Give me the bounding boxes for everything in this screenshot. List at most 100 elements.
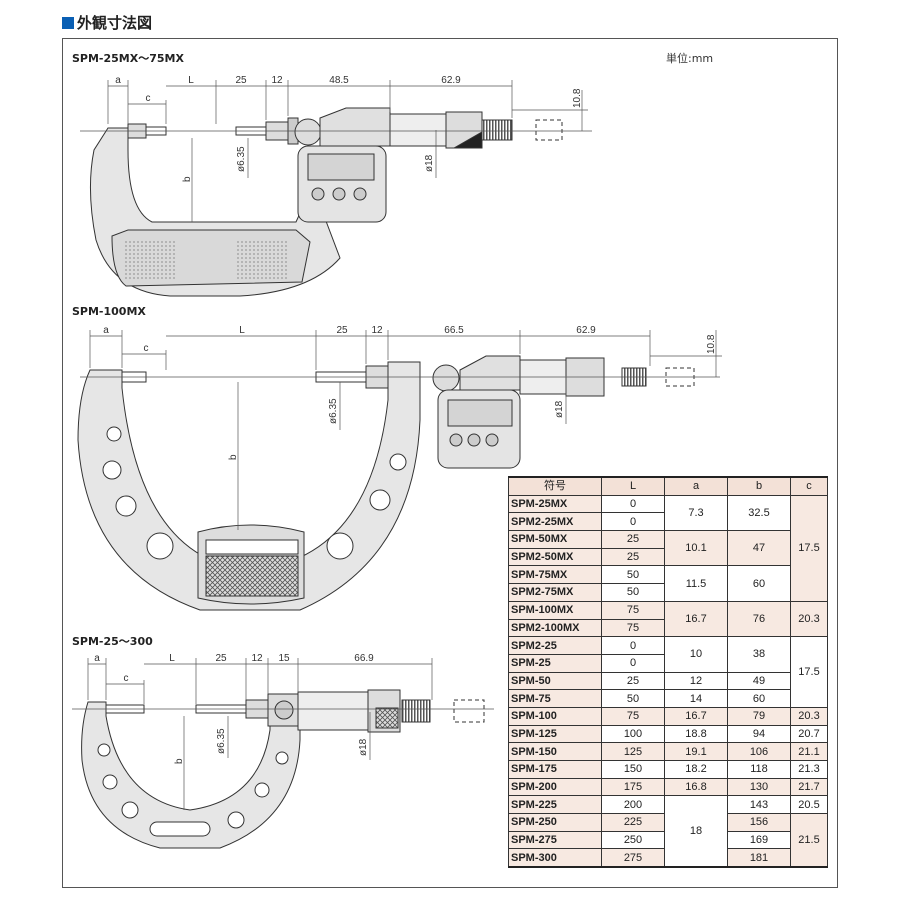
cell-L: 100 xyxy=(601,724,665,744)
dim-12-3: 12 xyxy=(251,653,263,664)
table-row: SPM-25 0 xyxy=(508,653,828,673)
dim-108-1: 10.8 xyxy=(572,88,583,108)
dim-15-3: 15 xyxy=(278,653,290,664)
table-row: SPM-125 100 18.8 94 20.7 xyxy=(508,724,828,744)
cell-model: SPM-275 xyxy=(508,830,602,850)
cell-a: 18 xyxy=(664,795,728,868)
cell-b: 49 xyxy=(727,671,791,691)
cell-b: 130 xyxy=(727,777,791,797)
cell-b: 181 xyxy=(727,848,791,868)
cell-model: SPM-150 xyxy=(508,742,602,761)
cell-model: SPM-125 xyxy=(508,724,602,744)
cell-a: 7.3 xyxy=(664,494,728,532)
table-row: SPM-225 200 18 143 20.5 xyxy=(508,795,828,868)
dim-L-2: L xyxy=(239,325,245,336)
cell-b: 76 xyxy=(727,600,791,638)
dim-485-1: 48.5 xyxy=(329,75,349,86)
dimension-lines-3 xyxy=(72,658,494,810)
dim-629-2: 62.9 xyxy=(576,325,596,336)
header-c: c xyxy=(790,476,828,496)
dim-a-3: a xyxy=(94,653,100,664)
cell-b: 38 xyxy=(727,636,791,673)
dim-phi18-2: ø18 xyxy=(554,400,565,418)
cell-model: SPM-50MX xyxy=(508,530,602,549)
cell-b: 106 xyxy=(727,742,791,761)
cell-L: 0 xyxy=(601,512,665,532)
dim-b-1: b xyxy=(182,176,193,182)
header-b: b xyxy=(727,476,791,496)
table-row: SPM-250 225 156 21.5 xyxy=(508,813,828,868)
cell-a: 16.7 xyxy=(664,706,728,726)
dim-25-1: 25 xyxy=(235,75,247,86)
cell-c: 21.7 xyxy=(790,777,828,797)
cell-c: 20.3 xyxy=(790,600,828,638)
cell-c: 20.5 xyxy=(790,795,828,815)
dim-a-1: a xyxy=(115,75,121,86)
cell-model: SPM-225 xyxy=(508,795,602,815)
cell-c: 21.5 xyxy=(790,813,828,868)
cell-c: 17.5 xyxy=(790,636,828,708)
cell-b: 118 xyxy=(727,760,791,779)
cell-a: 16.7 xyxy=(664,600,728,638)
cell-L: 225 xyxy=(601,813,665,832)
cell-b: 60 xyxy=(727,565,791,602)
cell-L: 25 xyxy=(601,547,665,567)
cell-model: SPM-100 xyxy=(508,706,602,726)
dim-b-2: b xyxy=(228,454,239,460)
spec-table: 符号 L a b c SPM-25MX 0 7.3 32.5 17.5 SPM2… xyxy=(508,476,828,868)
cell-model: SPM-50 xyxy=(508,671,602,691)
table-header-row: 符号 L a b c xyxy=(508,476,828,496)
header-L: L xyxy=(601,476,665,496)
cell-b: 47 xyxy=(727,530,791,567)
dim-669-3: 66.9 xyxy=(354,653,374,664)
cell-a: 10.1 xyxy=(664,530,728,567)
cell-model: SPM2-75MX xyxy=(508,583,602,602)
table-row: SPM2-100MX 75 xyxy=(508,618,828,638)
cell-L: 0 xyxy=(601,653,665,673)
table-row: SPM2-50MX 25 xyxy=(508,547,828,567)
cell-L: 75 xyxy=(601,706,665,726)
cell-model: SPM-100MX xyxy=(508,600,602,620)
dim-665-2: 66.5 xyxy=(444,325,464,336)
dim-108-2: 10.8 xyxy=(706,334,717,354)
cell-model: SPM-175 xyxy=(508,760,602,779)
dim-25-2: 25 xyxy=(336,325,348,336)
dim-12-2: 12 xyxy=(371,325,383,336)
dim-phi635-3: ø6.35 xyxy=(216,728,227,754)
dim-c-3: c xyxy=(124,673,129,684)
cell-L: 175 xyxy=(601,777,665,797)
dimension-lines-1 xyxy=(80,80,592,222)
cell-L: 275 xyxy=(601,848,665,868)
table-row: SPM-25MX 0 7.3 32.5 17.5 xyxy=(508,494,828,602)
cell-a: 16.8 xyxy=(664,777,728,797)
dim-a-2: a xyxy=(103,325,109,336)
cell-c: 21.1 xyxy=(790,742,828,761)
cell-a: 18.2 xyxy=(664,760,728,779)
table-row: SPM-75MX 50 11.5 60 xyxy=(508,565,828,602)
table-row: SPM-300 275 181 xyxy=(508,848,828,868)
cell-L: 0 xyxy=(601,494,665,514)
table-row: SPM-50 25 12 49 xyxy=(508,671,828,691)
table-row: SPM2-25 0 10 38 17.5 xyxy=(508,636,828,708)
section-label-1: SPM-25MX～75MX xyxy=(72,52,184,65)
cell-c: 20.3 xyxy=(790,706,828,726)
cell-L: 25 xyxy=(601,530,665,549)
cell-L: 50 xyxy=(601,583,665,602)
table-row: SPM-50MX 25 10.1 47 xyxy=(508,530,828,567)
table-row: SPM-100 75 16.7 79 20.3 xyxy=(508,706,828,726)
section-label-3: SPM-25～300 xyxy=(72,635,153,648)
table-row: SPM2-25MX 0 xyxy=(508,512,828,532)
dim-c-1: c xyxy=(146,93,151,104)
cell-a: 18.8 xyxy=(664,724,728,744)
cell-model: SPM-25MX xyxy=(508,494,602,514)
drawing-frame xyxy=(62,38,838,888)
dim-25-3: 25 xyxy=(215,653,227,664)
header-a: a xyxy=(664,476,728,496)
cell-L: 250 xyxy=(601,830,665,850)
dimension-lines-2 xyxy=(80,330,722,530)
table-row: SPM-75 50 14 60 xyxy=(508,689,828,708)
table-row: SPM-150 125 19.1 106 21.1 xyxy=(508,742,828,761)
cell-a: 14 xyxy=(664,689,728,708)
cell-b: 156 xyxy=(727,813,791,832)
cell-model: SPM-25 xyxy=(508,653,602,673)
